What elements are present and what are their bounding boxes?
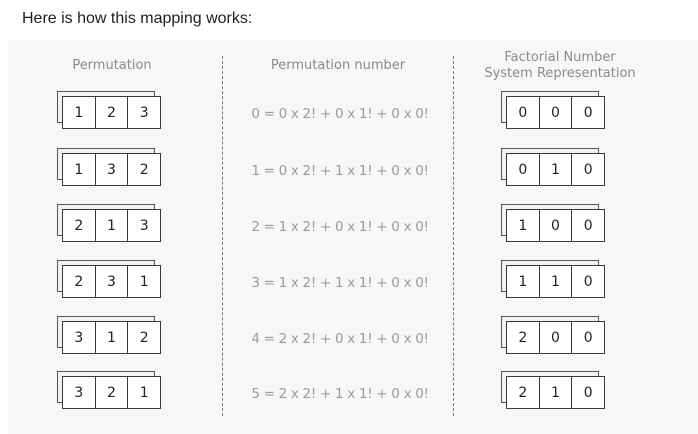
permutation-box-cell: 2 [63,266,96,297]
factorial-box-cell: 2 [507,377,540,408]
factorial-box-cell: 1 [540,377,573,408]
permutation-formula: 2 = 1 x 2! + 0 x 1! + 0 x 0! [251,219,429,235]
permutation-box-cell: 3 [96,154,129,185]
factorial-box-cell: 1 [540,266,573,297]
factorial-box-cell: 1 [507,266,540,297]
factorial-box-cell: 0 [540,97,573,128]
factorial-box-cell: 0 [583,273,593,290]
permutation-box-cell: 3 [139,104,149,121]
factorial-box-cell: 0 [583,104,593,121]
factorial-box-cell: 2 [507,322,540,353]
permutation-box-cell: 1 [63,154,96,185]
permutation-formula: 5 = 2 x 2! + 1 x 1! + 0 x 0! [251,386,429,402]
permutation-box-cell: 1 [139,384,149,401]
factorial-box-cell: 0 [583,161,593,178]
factorial-box-cell: 0 [507,154,540,185]
factorial-header-line2: System Representation [484,66,636,81]
factorial-box-cell: 1 [507,210,540,241]
permutation-box-cell: 1 [96,322,129,353]
right-divider [453,56,454,416]
permutation-box-cell: 1 [139,273,149,290]
permutation-formula: 0 = 0 x 2! + 0 x 1! + 0 x 0! [251,106,429,122]
factorial-box-cell: 0 [540,210,573,241]
factorial-box-cell: 0 [583,384,593,401]
factorial-box-cell: 0 [583,217,593,234]
permutation-box-cell: 2 [96,377,129,408]
permutation-formula: 4 = 2 x 2! + 0 x 1! + 0 x 0! [251,331,429,347]
permutation-formula: 1 = 0 x 2! + 1 x 1! + 0 x 0! [251,163,429,179]
permutation-box-cell: 1 [96,210,129,241]
factorial-box-cell: 0 [507,97,540,128]
permutation-header: Permutation [72,58,152,73]
factorial-header: Factorial Number System Representation [470,50,650,82]
permutation-box-cell: 2 [139,161,149,178]
permutation-box-cell: 1 [63,97,96,128]
intro-text: Here is how this mapping works: [22,10,253,27]
left-divider [222,56,223,416]
permutation-box-cell: 3 [63,377,96,408]
factorial-header-line1: Factorial Number [504,50,616,65]
permutation-formula: 3 = 1 x 2! + 1 x 1! + 0 x 0! [251,275,429,291]
permutation-box-cell: 3 [96,266,129,297]
permutation-box-cell: 2 [96,97,129,128]
factorial-box-cell: 0 [540,322,573,353]
permutation-number-header: Permutation number [270,58,406,73]
factorial-box-cell: 0 [583,329,593,346]
permutation-box-cell: 2 [139,329,149,346]
factorial-box-cell: 1 [540,154,573,185]
permutation-box-cell: 2 [63,210,96,241]
permutation-box-cell: 3 [63,322,96,353]
permutation-box-cell: 3 [139,217,149,234]
